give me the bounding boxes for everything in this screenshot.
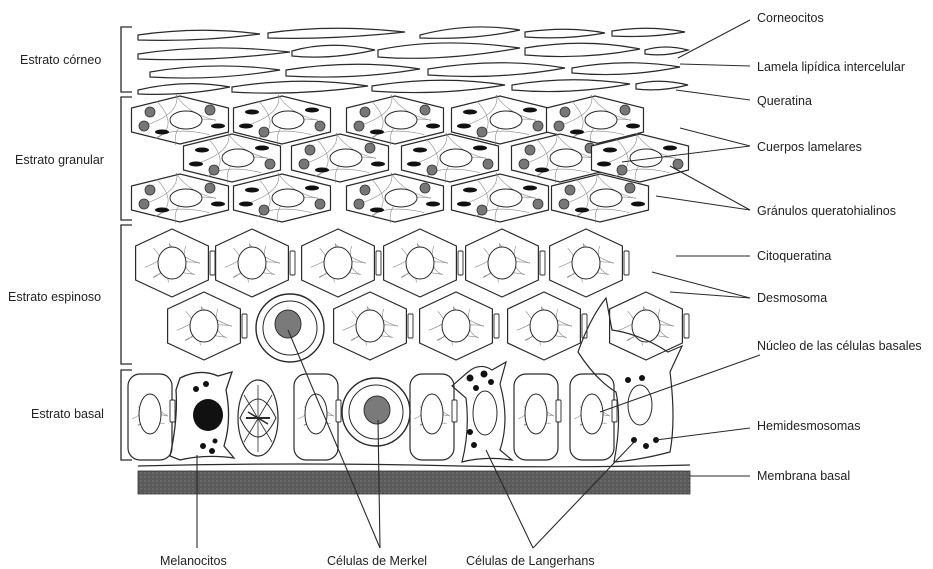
spinous-cell xyxy=(136,229,215,297)
basal-cell xyxy=(294,374,341,460)
label-melanocitos: Melanocitos xyxy=(160,554,227,568)
label-estrato-granular: Estrato granular xyxy=(15,153,104,167)
granular-cell xyxy=(234,173,331,223)
granular-cell xyxy=(347,95,444,145)
label-membrana-basal: Membrana basal xyxy=(757,469,850,483)
label-queratina: Queratina xyxy=(757,94,812,108)
spinous-cell xyxy=(508,292,587,360)
corneocyte-layer xyxy=(138,27,688,94)
label-cuerpos-lamelares: Cuerpos lamelares xyxy=(757,140,862,154)
spinous-cell xyxy=(168,292,247,360)
spinous-cell xyxy=(334,292,413,360)
label-hemidesmosomas: Hemidesmosomas xyxy=(757,419,861,433)
spinous-cell xyxy=(550,229,629,297)
granular-cell-layer xyxy=(132,95,689,223)
granular-cell xyxy=(292,133,389,183)
spinous-cell xyxy=(302,229,381,297)
basal-cell xyxy=(410,374,457,460)
layer-labels: Estrato córneo Estrato granular Estrato … xyxy=(8,53,104,421)
structure-labels: Corneocitos Lamela lipídica intercelular… xyxy=(757,11,922,483)
bottom-labels: Melanocitos Células de Merkel Células de… xyxy=(160,554,595,568)
basal-cell xyxy=(570,374,617,460)
label-estrato-espinoso: Estrato espinoso xyxy=(8,290,101,304)
mitotic-cell xyxy=(238,380,278,456)
label-celulas-merkel: Células de Merkel xyxy=(327,554,427,568)
granular-cell xyxy=(132,173,229,223)
merkel-cell-spinous xyxy=(256,294,324,362)
granular-cell xyxy=(132,95,229,145)
label-celulas-langerhans: Células de Langerhans xyxy=(466,554,595,568)
spinous-cell xyxy=(216,229,295,297)
label-granulos-queratohialinos: Gránulos queratohialinos xyxy=(757,204,896,218)
basal-cell xyxy=(514,374,561,460)
basal-cell xyxy=(128,374,175,460)
label-nucleo-basales: Núcleo de las células basales xyxy=(757,339,922,353)
label-citoqueratina: Citoqueratina xyxy=(757,249,831,263)
granular-cell xyxy=(347,173,444,223)
label-estrato-corneo: Estrato córneo xyxy=(20,53,101,67)
spinous-cell xyxy=(466,229,545,297)
spinous-cell xyxy=(384,229,463,297)
spinous-cell xyxy=(610,292,689,360)
spinous-cell xyxy=(420,292,499,360)
basement-membrane xyxy=(138,464,690,494)
label-lamela-lipidica: Lamela lipídica intercelular xyxy=(757,60,905,74)
label-estrato-basal: Estrato basal xyxy=(31,407,104,421)
label-desmosoma: Desmosoma xyxy=(757,291,827,305)
spinous-cell-layer xyxy=(136,229,689,360)
melanocyte xyxy=(170,372,234,460)
label-corneocitos: Corneocitos xyxy=(757,11,824,25)
merkel-cell-basal xyxy=(342,378,410,446)
langerhans-cell-left xyxy=(452,362,512,462)
granular-cell xyxy=(452,173,549,223)
